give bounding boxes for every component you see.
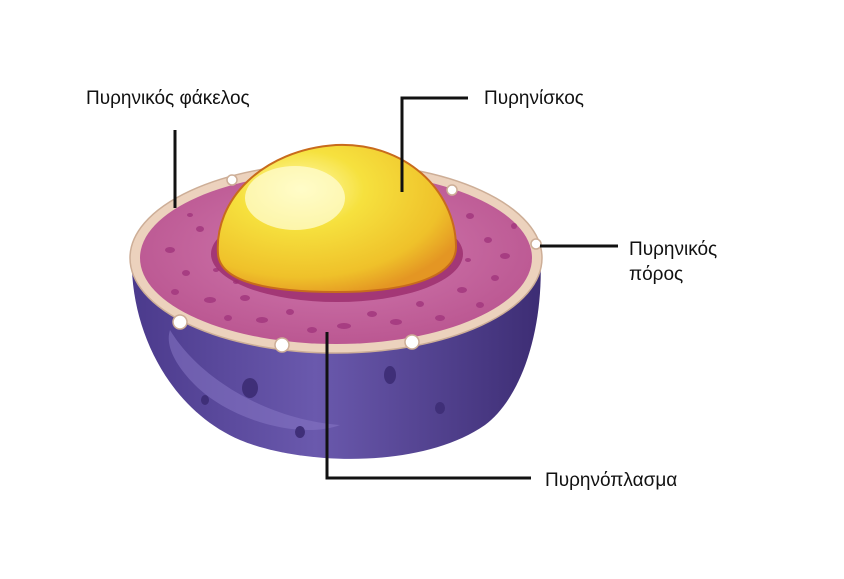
label-nucleolus: Πυρηνίσκος [484, 88, 584, 109]
label-nuclear-pore-line2: πόρος [629, 263, 684, 285]
nuclear-pore [530, 238, 542, 250]
nuclear-pore [404, 334, 420, 350]
chromatin-dots [165, 213, 517, 333]
nuclear-pore [172, 314, 188, 330]
shell-pit [435, 402, 445, 414]
nucleolus [216, 143, 458, 294]
shell-pit [295, 426, 305, 438]
label-nuclear-pore: Πυρηνικός πόρος [629, 238, 717, 287]
shell-pit [242, 378, 258, 398]
leader-lines [173, 96, 618, 480]
shell-highlight [168, 330, 340, 431]
shell-pit [201, 395, 209, 405]
nuclear-pore [226, 174, 238, 186]
label-nucleoplasm: Πυρηνόπλασμα [545, 470, 678, 491]
label-nuclear-envelope: Πυρηνικός φάκελος [86, 88, 250, 109]
nuclear-pore [446, 184, 458, 196]
shell-pit [384, 366, 396, 384]
nuclear-pore [274, 337, 290, 353]
nucleolus-highlight [245, 166, 345, 230]
label-nuclear-pore-line1: Πυρηνικός [629, 239, 718, 260]
